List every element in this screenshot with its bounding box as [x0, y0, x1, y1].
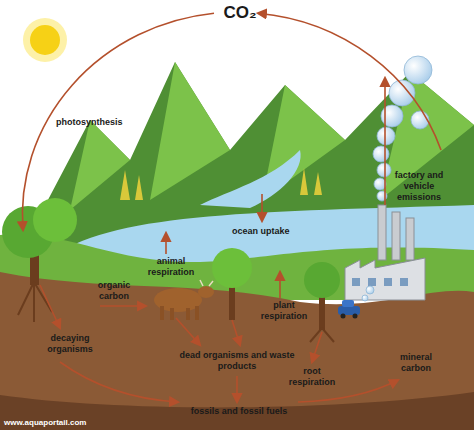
cow: [154, 280, 214, 320]
process-label: decaying organisms: [38, 333, 102, 355]
process-label: root respiration: [286, 366, 338, 388]
mountain-faces: [70, 62, 474, 210]
process-label: ocean uptake: [232, 226, 312, 237]
tree-canopy: [304, 262, 340, 298]
process-label: mineral carbon: [390, 352, 442, 374]
sun: [30, 25, 60, 55]
tree-canopy: [212, 248, 252, 288]
tree-roots: [18, 282, 52, 322]
process-label: animal respiration: [143, 256, 199, 278]
process-label: dead organisms and waste products: [175, 350, 299, 372]
process-label: factory and vehicle emissions: [392, 170, 446, 203]
cycle-arrows: [22, 13, 441, 402]
process-label: photosynthesis: [56, 117, 128, 128]
process-label: fossils and fossil fuels: [177, 406, 301, 417]
river: [200, 150, 301, 208]
molecule-label: CO₂: [220, 3, 260, 23]
sun-glow: [23, 18, 67, 62]
watermark: www.aquaportail.com: [4, 418, 134, 428]
tree-roots: [310, 328, 334, 342]
tree-canopy: [33, 198, 77, 242]
process-label: organic carbon: [90, 280, 138, 302]
process-label: plant respiration: [258, 300, 310, 322]
car: [338, 300, 360, 319]
factory: [345, 205, 425, 300]
